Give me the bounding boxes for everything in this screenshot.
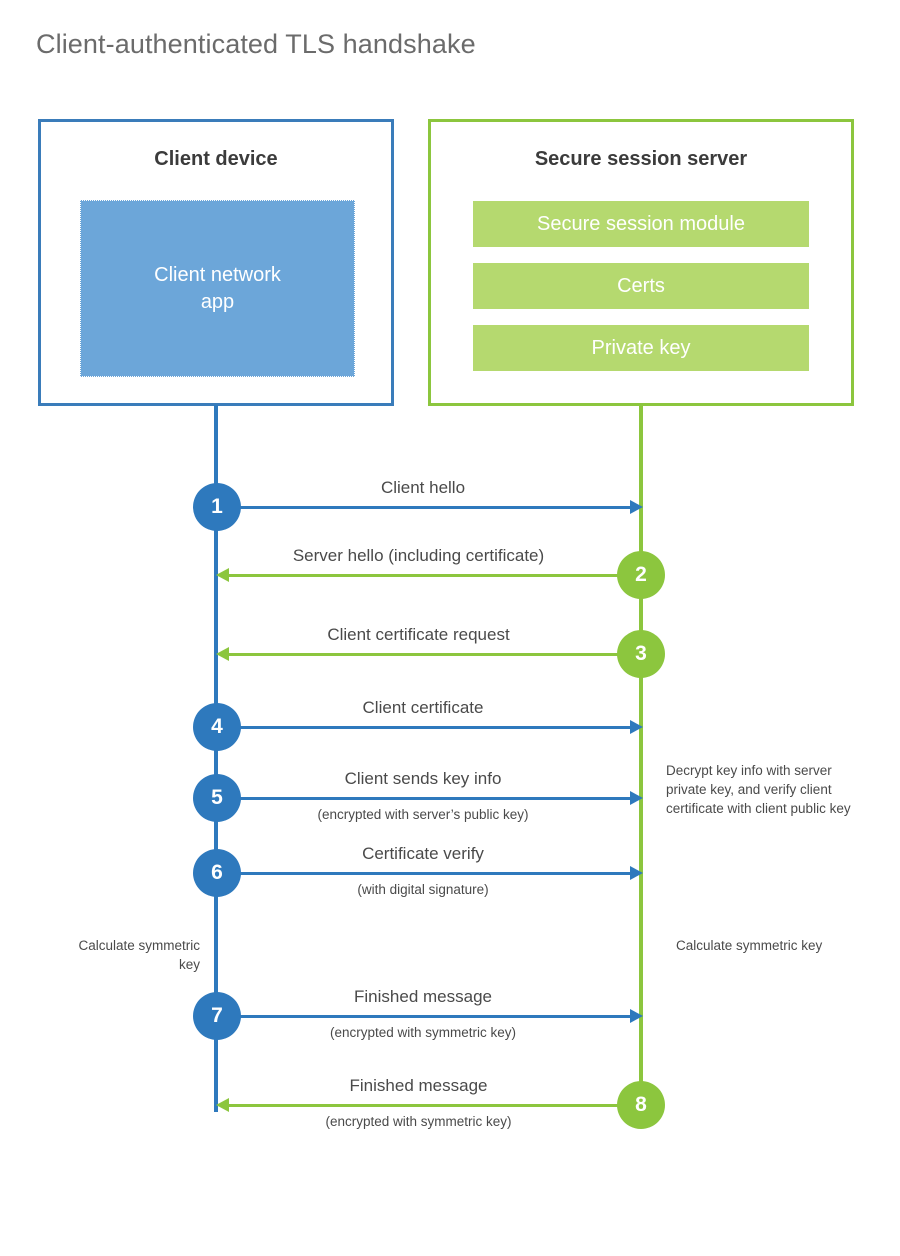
- arrow-head-left-3: [216, 647, 229, 661]
- message-line-2: [229, 574, 621, 577]
- step-circle-4[interactable]: 4: [193, 703, 241, 751]
- step-circle-8[interactable]: 8: [617, 1081, 665, 1129]
- message-label-4: Client certificate: [362, 698, 484, 717]
- message-line-4: [216, 726, 630, 729]
- client-device-title: Client device: [154, 148, 278, 170]
- arrow-head-right-5: [630, 791, 643, 805]
- server-decrypt-note: Decrypt key info with server private key…: [666, 763, 851, 817]
- client-network-app-label-line1: Client network: [154, 263, 281, 286]
- message-sublabel-6: (with digital signature): [357, 882, 489, 897]
- arrow-head-left-8: [216, 1098, 229, 1112]
- message-sublabel-5: (encrypted with server’s public key): [317, 807, 529, 822]
- server-component-secure-session-module: Secure session module: [473, 201, 809, 247]
- arrow-head-right-7: [630, 1009, 643, 1023]
- message-label-2: Server hello (including certificate): [292, 546, 545, 565]
- message-line-7: [216, 1015, 630, 1018]
- step-circle-6[interactable]: 6: [193, 849, 241, 897]
- step-circle-2[interactable]: 2: [617, 551, 665, 599]
- arrow-head-left-2: [216, 568, 229, 582]
- message-label-6: Certificate verify: [362, 844, 484, 863]
- step-circle-1[interactable]: 1: [193, 483, 241, 531]
- message-line-6: [216, 872, 630, 875]
- page-title: Client-authenticated TLS handshake: [36, 29, 476, 59]
- message-line-5: [216, 797, 630, 800]
- client-calculate-symmetric-key-note: Calculate symmetric key: [78, 938, 200, 973]
- message-line-3: [229, 653, 621, 656]
- client-lifeline: [214, 405, 218, 1112]
- secure-session-server-title: Secure session server: [534, 148, 748, 170]
- message-sublabel-7: (encrypted with symmetric key): [329, 1025, 517, 1040]
- server-lifeline: [639, 405, 643, 1082]
- arrow-head-right-6: [630, 866, 643, 880]
- message-line-8: [229, 1104, 621, 1107]
- message-label-5: Client sends key info: [344, 769, 502, 788]
- client-device-box: Client device Client network app: [38, 119, 394, 406]
- step-circle-3[interactable]: 3: [617, 630, 665, 678]
- message-label-8: Finished message: [349, 1076, 488, 1095]
- message-label-7: Finished message: [354, 987, 492, 1006]
- server-component-private-key: Private key: [473, 325, 809, 371]
- message-label-1: Client hello: [380, 478, 466, 497]
- server-component-certs: Certs: [473, 263, 809, 309]
- step-circle-7[interactable]: 7: [193, 992, 241, 1040]
- step-circle-5[interactable]: 5: [193, 774, 241, 822]
- message-label-3: Client certificate request: [327, 625, 510, 644]
- arrow-head-right-1: [630, 500, 643, 514]
- server-calculate-symmetric-key-note: Calculate symmetric key: [676, 938, 823, 953]
- client-network-app-label-line2: app: [200, 290, 235, 313]
- client-network-app-label: Client network app: [154, 262, 281, 316]
- client-network-app-rect: Client network app: [80, 200, 355, 377]
- message-sublabel-8: (encrypted with symmetric key): [325, 1114, 512, 1129]
- message-line-1: [216, 506, 630, 509]
- secure-session-server-box: Secure session server Secure session mod…: [428, 119, 854, 406]
- arrow-head-right-4: [630, 720, 643, 734]
